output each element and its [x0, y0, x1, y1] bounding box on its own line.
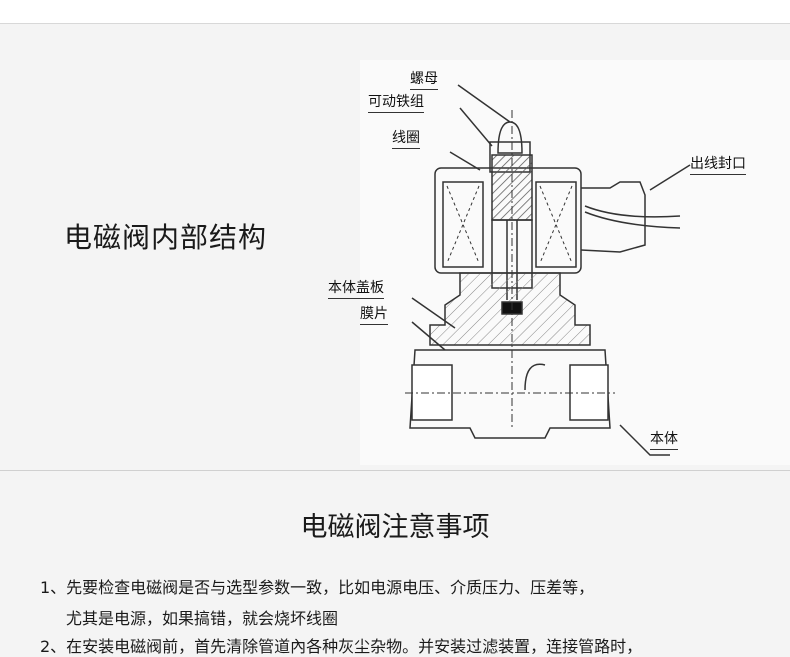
- valve-drawing: [360, 60, 790, 465]
- label-bonnet: 本体盖板: [328, 277, 384, 299]
- precaution-1-line-1: 1、先要检查电磁阀是否与选型参数一致，比如电源电压、介质压力、压差等，: [40, 578, 595, 597]
- top-bar: [0, 0, 790, 24]
- valve-cross-section-diagram: 螺母 可动铁组 线圈 出线封口 本体盖板 膜片 本体: [320, 60, 790, 465]
- precautions-heading: 电磁阀注意事项: [300, 512, 490, 543]
- label-cable-seal: 出线封口: [690, 153, 746, 175]
- structure-heading: 电磁阀内部结构: [64, 221, 268, 254]
- precaution-2-line-1: 2、在安装电磁阀前，首先清除管道內各种灰尘杂物。并安装过滤装置，连接管路时，: [40, 637, 643, 656]
- label-body: 本体: [650, 428, 678, 450]
- label-coil: 线圈: [392, 127, 420, 149]
- precaution-1-line-2: 尤其是电源，如果搞错，就会烧坏线圈: [66, 609, 339, 628]
- label-nut: 螺母: [410, 68, 438, 90]
- label-diaphragm: 膜片: [360, 303, 388, 325]
- label-armature: 可动铁组: [368, 91, 424, 113]
